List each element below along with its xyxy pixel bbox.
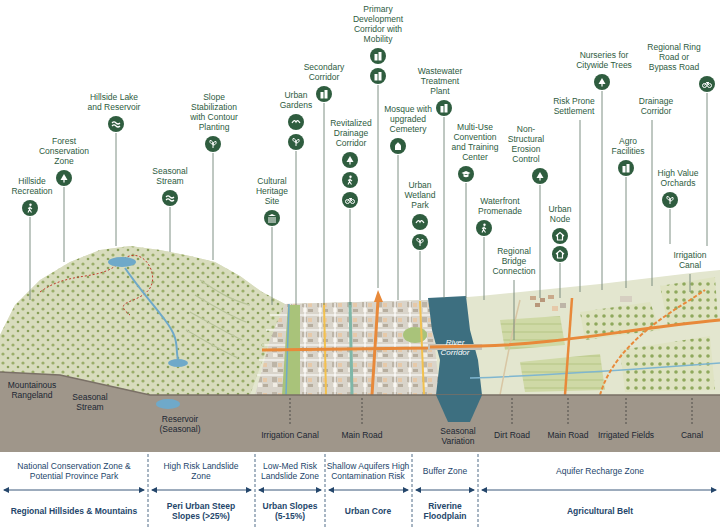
zone-band xyxy=(0,452,720,529)
section-label: Seasonal Stream xyxy=(68,392,112,412)
river xyxy=(428,296,482,395)
callout-label: Slope Stabilization with Contour Plantin… xyxy=(186,92,242,132)
zone-label: Shallow Aquifers High Contamination Risk xyxy=(326,461,410,481)
zone-name: Riverine Floodplain xyxy=(414,501,476,521)
zone-label: High Risk Landslide Zone xyxy=(153,461,249,481)
callout-label: Drainage Corridor xyxy=(636,96,676,116)
section-label: Canal xyxy=(675,430,709,440)
roads xyxy=(262,290,720,395)
section-label: Dirt Road xyxy=(490,430,534,440)
callout-label: Cultural Heritage Site xyxy=(252,176,292,206)
section-label: Irrigation Canal xyxy=(255,430,325,440)
callout-label: Nurseries for Citywide Trees xyxy=(574,50,634,70)
zone-name: Agricultural Belt xyxy=(500,506,700,516)
callout-label: Urban Node xyxy=(544,204,576,224)
zone-name: Urban Slopes (5-15%) xyxy=(257,501,323,521)
callout-label: Regional Bridge Connection xyxy=(491,246,537,276)
callout-label: Revitalized Drainage Corridor xyxy=(328,118,374,148)
callout-label: Secondary Corridor xyxy=(302,62,346,82)
section-label: Irrigated Fields xyxy=(591,430,661,440)
section-label: Main Road xyxy=(337,430,387,440)
callout-label: Wastewater Treatment Plant xyxy=(416,66,464,96)
zone-name: Peri Urban Steep Slopes (>25%) xyxy=(153,501,249,521)
section-label: Reservoir (Seasonal) xyxy=(152,414,208,434)
callout-label: Urban Gardens xyxy=(278,90,314,110)
zone-label: National Conservation Zone & Potential P… xyxy=(4,461,144,481)
zone-label: Low-Med Risk Landslide Zone xyxy=(257,461,323,481)
leader-lines xyxy=(30,85,707,340)
section-label: Main Road xyxy=(546,430,590,440)
section-label: Mountainous Rangeland xyxy=(4,380,60,400)
callout-label: Multi-Use Convention and Training Center xyxy=(450,122,500,162)
ground-section xyxy=(0,372,720,452)
zone-name: Urban Core xyxy=(326,506,410,516)
callout-label: Risk Prone Settlement xyxy=(550,96,598,116)
section-label: Seasonal Variation xyxy=(434,426,482,446)
callout-label: Forest Conservation Zone xyxy=(36,136,92,166)
callout-label: Agro Facilities xyxy=(608,136,648,156)
callout-label: Seasonal Stream xyxy=(148,166,192,186)
callout-label: Waterfront Promenade xyxy=(477,196,523,216)
icon-circles xyxy=(22,48,715,262)
callout-label: Hillside Lake and Reservoir xyxy=(84,92,144,112)
callout-label: High Value Orchards xyxy=(655,168,701,188)
callout-label: Hillside Recreation xyxy=(8,176,56,196)
callout-label: Primary Development Corridor with Mobili… xyxy=(351,4,405,44)
zone-label: Buffer Zone xyxy=(414,466,476,476)
zone-label: Aquifer Recharge Zone xyxy=(500,466,700,476)
callout-label: Irrigation Canal xyxy=(669,250,711,270)
terrain xyxy=(0,246,720,395)
callout-label: Non-Structural Erosion Control xyxy=(505,124,547,164)
zone-name: Regional Hillsides & Mountains xyxy=(4,506,144,516)
callout-label: Regional Ring Road or Bypass Road xyxy=(646,42,702,72)
icons xyxy=(28,52,712,258)
callout-label: Urban Wetland Park xyxy=(401,180,439,210)
river-label: River Corridor xyxy=(435,338,475,358)
callout-label: Mosque with upgraded Cemetery xyxy=(383,104,433,134)
